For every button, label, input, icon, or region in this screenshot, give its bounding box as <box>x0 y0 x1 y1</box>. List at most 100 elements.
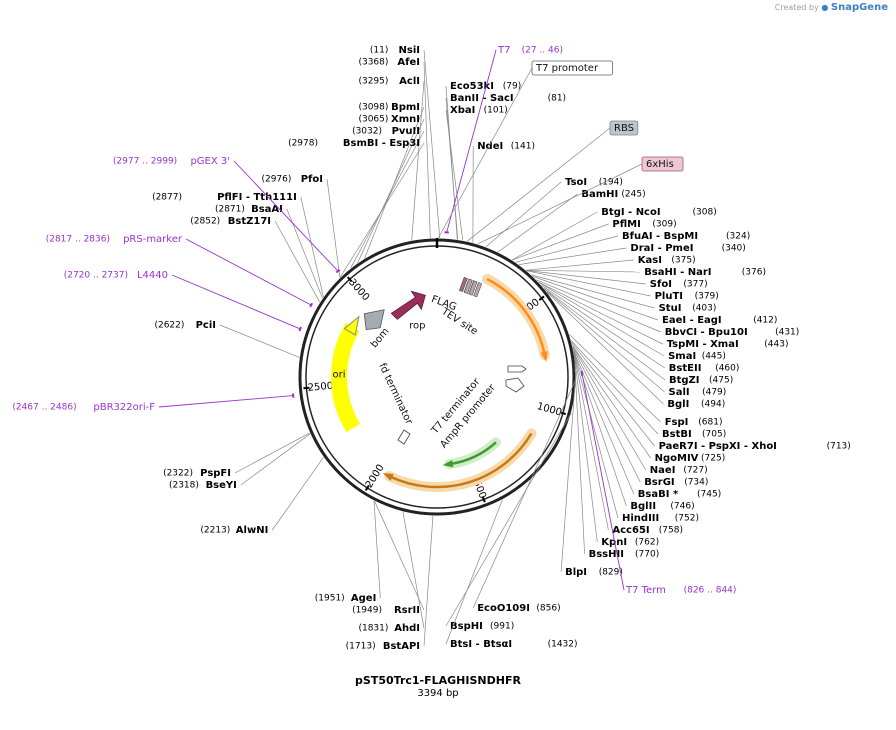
site-position: (2871) <box>215 205 245 215</box>
scale-tick-label: 1000 <box>536 401 564 419</box>
restriction-site[interactable]: PfoI(2976) <box>261 174 341 278</box>
restriction-site[interactable]: BlpI(829) <box>560 371 623 578</box>
restriction-site[interactable]: BseYI(2318) <box>169 433 311 491</box>
primer-feature[interactable]: L4440(2720 .. 2737) <box>64 270 302 332</box>
restriction-site[interactable]: BtgI - NcoI(308) <box>511 207 717 261</box>
restriction-site[interactable]: BbvCI - Bpu10I(431) <box>536 279 800 338</box>
restriction-site[interactable]: NgoMIV(725) <box>572 345 725 465</box>
restriction-site[interactable]: NaeI(727) <box>572 345 708 476</box>
restriction-site[interactable]: AlwNI(2213) <box>200 457 324 536</box>
site-name: NgoMIV <box>655 453 699 464</box>
scale-tick <box>481 496 486 503</box>
site-leader-line <box>518 247 627 265</box>
restriction-site[interactable]: AfeI(3368) <box>358 57 431 239</box>
restriction-site[interactable]: BsaBI *(745) <box>573 350 722 501</box>
restriction-site[interactable]: AclI(3295) <box>358 76 425 241</box>
restriction-site[interactable]: BsmBI - Esp3I (2978) <box>288 138 425 278</box>
restriction-site[interactable]: SfoI(377) <box>526 270 708 291</box>
primer-feature[interactable]: pGEX 3'(2977 .. 2999) <box>113 156 341 274</box>
restriction-site[interactable]: BstEII(460) <box>541 285 740 374</box>
restriction-site[interactable]: AhdI(1831) <box>358 511 425 634</box>
restriction-site[interactable]: HindIII(752) <box>573 352 699 524</box>
site-leader-line <box>219 324 300 358</box>
restriction-site[interactable]: BstAPI(1713) <box>346 515 434 652</box>
restriction-site[interactable]: BspHI(991) <box>445 413 572 632</box>
restriction-site[interactable]: BsrGI(734) <box>572 347 709 488</box>
site-position: (2877) <box>152 193 182 203</box>
restriction-site[interactable]: PvuII(3032) <box>350 126 425 269</box>
primer-feature[interactable]: pBR322ori-F(2467 .. 2486) <box>12 393 295 414</box>
scale-tick-label: 2500 <box>307 381 333 394</box>
restriction-site[interactable]: BstZ17I(2852) <box>190 216 321 303</box>
site-name: DraI - PmeI <box>630 243 693 254</box>
site-leader-line <box>572 345 651 459</box>
primer-feature[interactable]: T7 Term(826 .. 844) <box>580 371 737 596</box>
boxed-feature[interactable]: RBS <box>466 120 639 242</box>
site-leader-line <box>357 118 425 264</box>
site-leader-line <box>526 270 646 285</box>
site-leader-line <box>300 196 324 298</box>
boxed-feature[interactable]: T7 promoter <box>437 60 613 239</box>
feature-position: (2720 .. 2737) <box>64 271 128 281</box>
restriction-site[interactable]: XbaI (101) <box>445 105 508 241</box>
restriction-site[interactable]: RsrII(1949) <box>352 500 425 616</box>
restriction-site[interactable]: SalI(479) <box>544 288 727 398</box>
restriction-site[interactable]: PflFI - Tth111I(2877) <box>152 192 324 298</box>
restriction-site[interactable]: BtsI - BtsαI(1432) <box>445 499 578 650</box>
restriction-site[interactable]: KasI(375) <box>525 255 696 271</box>
restriction-site[interactable]: PluTI(379) <box>526 270 719 302</box>
restriction-site[interactable]: NsiI(11) <box>370 45 441 239</box>
site-name: BsmBI - Esp3I <box>343 138 420 149</box>
restriction-site[interactable]: DraI - PmeI(340) <box>518 243 746 265</box>
restriction-site[interactable]: BsaHI - NarI(376) <box>526 267 766 278</box>
site-position: (101) <box>484 106 508 116</box>
site-name: AclI <box>399 76 420 87</box>
restriction-site[interactable]: PspFI(2322) <box>163 432 310 479</box>
restriction-site[interactable]: BanII - SacI(81) <box>445 93 566 240</box>
site-position: (2978) <box>288 139 318 149</box>
site-leader-line <box>339 142 425 278</box>
restriction-site[interactable]: BamHI(245) <box>497 189 646 253</box>
restriction-site[interactable]: TspMI - XmaI(443) <box>538 281 789 350</box>
restriction-site[interactable]: PciI(2622) <box>154 320 300 358</box>
restriction-site[interactable]: BssHII(770) <box>574 356 660 560</box>
site-name: PaeR7I - PspXI - XhoI <box>659 441 777 452</box>
restriction-site[interactable]: StuI(403) <box>531 274 716 314</box>
site-name: PciI <box>196 320 216 331</box>
site-name: NdeI <box>477 141 503 152</box>
site-leader-line <box>538 282 665 357</box>
restriction-site[interactable]: KpnI(762) <box>573 354 659 548</box>
site-name: PfoI <box>301 174 323 185</box>
restriction-site[interactable]: EaeI - EagI(412) <box>532 276 777 327</box>
site-position: (445) <box>702 352 726 362</box>
restriction-site[interactable]: PaeR7I - PspXI - XhoI(713) <box>571 342 851 453</box>
feature-bracket <box>298 326 302 332</box>
site-name: XbaI <box>450 105 475 116</box>
site-name: BglI <box>667 399 689 410</box>
restriction-site[interactable]: Acc65I(758) <box>573 353 683 536</box>
restriction-site[interactable]: SmaI(445) <box>538 282 726 362</box>
site-position: (376) <box>742 268 766 278</box>
site-leader-line <box>511 211 598 261</box>
restriction-site[interactable]: BfuAI - BspMI(324) <box>515 231 751 263</box>
feature-block <box>463 278 473 294</box>
restriction-site[interactable]: TsoI(194) <box>485 177 623 248</box>
boxed-feature[interactable]: 6xHis <box>477 156 684 245</box>
restriction-site[interactable]: AgeI(1951) <box>315 500 381 604</box>
restriction-site[interactable]: BglI(494) <box>546 291 725 410</box>
site-position: (705) <box>702 430 726 440</box>
site-name: AfeI <box>397 57 420 68</box>
restriction-site[interactable]: PflMI(309) <box>512 219 677 261</box>
restriction-site[interactable]: EcoO109I(856) <box>472 378 577 614</box>
restriction-site[interactable]: FspI(681) <box>569 334 723 428</box>
restriction-site[interactable]: NdeI(141) <box>472 141 535 243</box>
feature-arrowhead <box>540 351 548 362</box>
primer-feature[interactable]: T7(27 .. 46) <box>444 45 563 234</box>
restriction-site[interactable]: BstBI(705) <box>570 340 726 441</box>
restriction-site[interactable]: XmnI(3065) <box>357 114 425 264</box>
feature-name: T7 Term <box>625 585 666 596</box>
feature-leader-line <box>477 163 643 245</box>
primer-feature[interactable]: pRS-marker(2817 .. 2836) <box>46 234 314 308</box>
restriction-site[interactable]: BtgZI(475) <box>543 288 733 386</box>
